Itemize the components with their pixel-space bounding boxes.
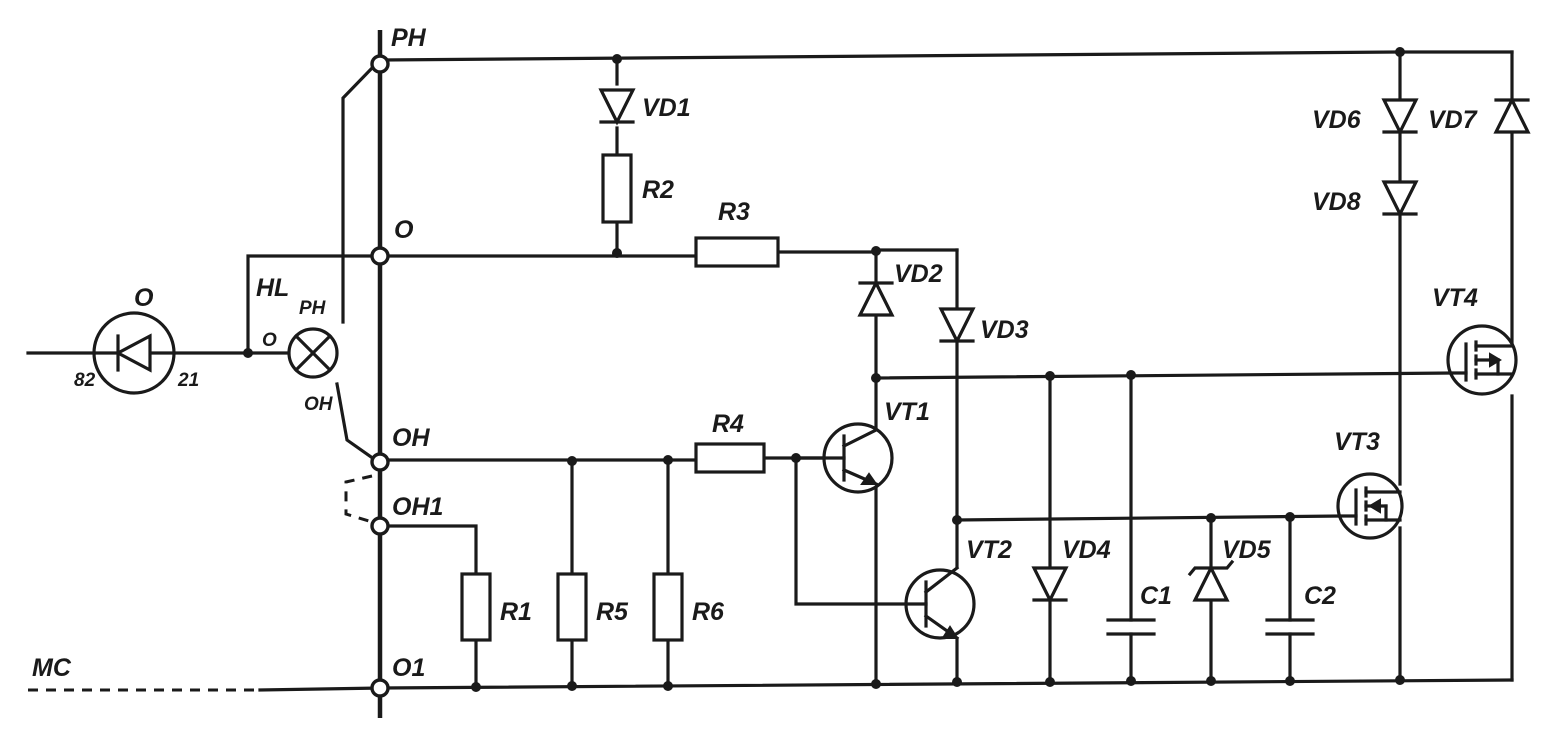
label-hl: HL xyxy=(256,274,289,302)
diode-vd4 xyxy=(1032,566,1068,602)
diode-vd8 xyxy=(1382,180,1418,216)
ph-rail xyxy=(378,50,1402,62)
label-r1: R1 xyxy=(500,598,532,626)
label-vd1: VD1 xyxy=(642,94,691,122)
capacitor-c1 xyxy=(1106,618,1156,636)
diode-vd3 xyxy=(939,307,975,343)
lamp-hl xyxy=(287,327,339,379)
label-vd5: VD5 xyxy=(1222,536,1272,564)
label-mc: MC xyxy=(32,654,72,682)
label-oh: OH xyxy=(392,424,430,452)
label-o1: O1 xyxy=(392,654,425,682)
terminal-o1 xyxy=(370,678,390,698)
terminal-oh xyxy=(370,452,390,472)
terminal-o xyxy=(370,246,390,266)
diode-vd2 xyxy=(858,281,894,317)
label-o: O xyxy=(394,216,414,244)
label-r6: R6 xyxy=(692,598,725,626)
label-r3: R3 xyxy=(718,198,750,226)
label-hl-ph: PH xyxy=(299,298,327,319)
zener-vd5 xyxy=(1187,559,1235,602)
resistor-r1 xyxy=(460,572,492,642)
resistor-r2 xyxy=(601,153,633,224)
label-c1: C1 xyxy=(1140,582,1172,610)
transistor-vt3 xyxy=(1336,472,1404,540)
label-oh1: OH1 xyxy=(392,493,443,521)
resistor-r6 xyxy=(652,572,684,642)
label-vt3: VT3 xyxy=(1334,428,1380,456)
label-switch-82: 82 xyxy=(74,370,96,391)
terminal-oh1 xyxy=(370,516,390,536)
capacitor-c2 xyxy=(1265,618,1315,636)
label-vd8: VD8 xyxy=(1312,188,1361,216)
label-c2: C2 xyxy=(1304,582,1336,610)
label-r5: R5 xyxy=(596,598,629,626)
transistor-vt2 xyxy=(904,565,976,641)
labels: PH O OH OH1 O1 MC HL PH O OH O 82 21 VD1… xyxy=(32,24,1478,682)
resistor-r3 xyxy=(694,236,780,268)
label-hl-o: O xyxy=(262,330,277,351)
switch-symbol xyxy=(92,311,176,395)
label-vt4: VT4 xyxy=(1432,284,1478,312)
label-vd3: VD3 xyxy=(980,316,1029,344)
label-vt2: VT2 xyxy=(966,536,1012,564)
label-switch-21: 21 xyxy=(177,370,199,391)
label-hl-oh: OH xyxy=(304,394,334,415)
label-vd4: VD4 xyxy=(1062,536,1111,564)
label-r2: R2 xyxy=(642,176,674,204)
wiring xyxy=(26,30,1514,718)
label-vd2: VD2 xyxy=(894,260,943,288)
label-r4: R4 xyxy=(712,410,744,438)
diode-vd6 xyxy=(1382,98,1418,134)
junction-dots xyxy=(243,47,1405,692)
resistor-r4 xyxy=(694,442,766,474)
terminals xyxy=(370,54,390,698)
transistor-vt1 xyxy=(822,422,894,494)
label-vt1: VT1 xyxy=(884,398,930,426)
diode-vd1 xyxy=(599,88,635,124)
o1-rail xyxy=(378,678,1514,690)
label-vd7: VD7 xyxy=(1428,106,1478,134)
transistor-vt4 xyxy=(1446,324,1518,396)
label-switch-o: O xyxy=(134,284,154,312)
label-vd6: VD6 xyxy=(1312,106,1362,134)
diode-vd7 xyxy=(1494,98,1530,134)
terminal-ph xyxy=(370,54,390,74)
label-ph: PH xyxy=(391,24,427,52)
resistor-r5 xyxy=(556,572,588,642)
